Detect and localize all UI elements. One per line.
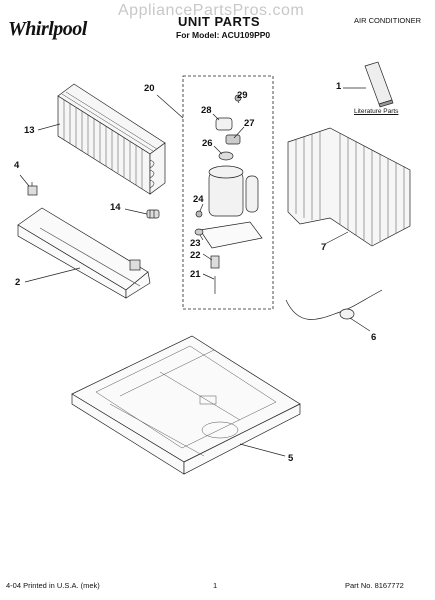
- callout-21: 21: [190, 269, 201, 280]
- callout-13: 13: [24, 125, 35, 136]
- base-shroud: [17, 207, 151, 299]
- callout-2: 2: [15, 277, 21, 288]
- callout-24: 24: [193, 194, 204, 205]
- page-number: 1: [213, 581, 218, 590]
- callout-22: 22: [190, 250, 201, 261]
- callout-26: 26: [202, 138, 213, 149]
- clip-part: [27, 182, 38, 196]
- callout-5: 5: [288, 453, 294, 464]
- evaporator-coil: [287, 127, 411, 247]
- compressor-group-outline: [182, 75, 274, 310]
- callout-23: 23: [190, 238, 201, 249]
- compressor-assembly: [194, 94, 263, 294]
- brand-logo: Whirlpool: [8, 18, 87, 40]
- condenser-coil: [57, 83, 166, 195]
- literature-booklet: [364, 61, 394, 108]
- callout-14: 14: [110, 202, 121, 213]
- watermark-text: AppliancePartsPros.com: [118, 2, 305, 19]
- callout-6: 6: [371, 332, 377, 343]
- bracket-part: [146, 209, 160, 219]
- model-line: For Model: ACU109PP0: [176, 30, 271, 40]
- page-title: UNIT PARTS: [178, 14, 261, 29]
- part-number: Part No. 8167772: [345, 581, 404, 590]
- callout-20: 20: [144, 83, 155, 94]
- callout-27: 27: [244, 118, 255, 129]
- literature-parts-label: Literature Parts: [354, 108, 399, 115]
- category-label: AIR CONDITIONER: [354, 16, 422, 25]
- callout-28: 28: [201, 105, 212, 116]
- thermistor-sensor: [285, 289, 383, 320]
- callout-1: 1: [336, 81, 342, 92]
- print-info: 4-04 Printed in U.S.A. (mek): [6, 581, 100, 590]
- callout-7: 7: [321, 242, 327, 253]
- base-pan: [71, 335, 301, 475]
- callout-4: 4: [14, 160, 20, 171]
- callout-29: 29: [237, 90, 248, 101]
- leader-lines: [19, 87, 371, 457]
